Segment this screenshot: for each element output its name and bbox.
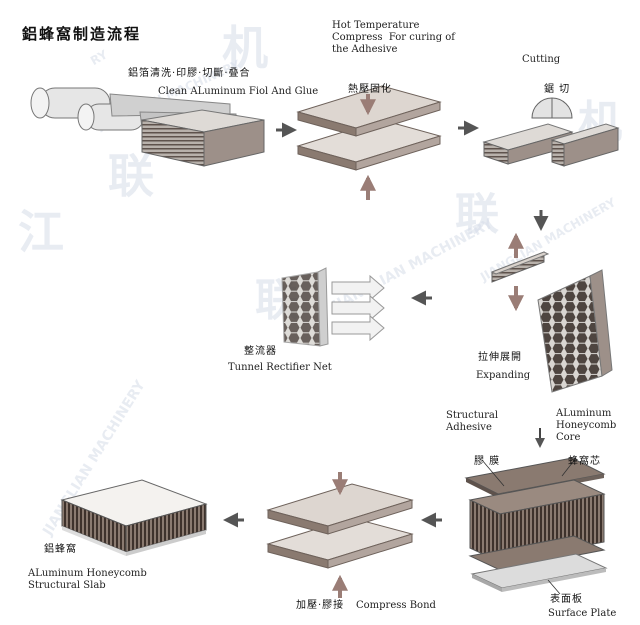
cutting-en-label: Cutting — [522, 54, 561, 65]
hot-press-icon — [296, 85, 442, 200]
expanding-cn-label: 拉伸展開 — [478, 352, 522, 363]
compress-bond-icon — [266, 472, 414, 598]
honeycomb-core-cn-label: 蜂窩芯 — [568, 456, 601, 467]
structural-adhesive-en-label: Structural Adhesive — [446, 410, 499, 433]
layer-stack-icon — [464, 428, 608, 595]
watermark-brand-cn-c: 机 — [222, 21, 268, 75]
honeycomb-core-en-label: ALuminum Honeycomb Core — [556, 408, 617, 443]
rectifier-en-label: Tunnel Rectifier Net — [228, 362, 332, 373]
watermark-brand-cn-a: 江 — [18, 205, 64, 259]
diagram-title: 鋁蜂窩制造流程 — [22, 25, 142, 43]
glued-foil-stack-icon — [141, 109, 265, 167]
slab-cn-label: 鋁蜂窩 — [44, 544, 77, 555]
surface-plate-cn-label: 表面板 — [550, 594, 583, 605]
rectifier-net-icon — [281, 267, 385, 347]
compress-bond-cn-label: 加壓·膠接 — [296, 600, 345, 611]
hot-press-cn-label: 熱壓固化 — [348, 84, 392, 95]
honeycomb-panel-icon — [537, 269, 613, 393]
hot-press-en-label: Hot Temperature Compress For curing of t… — [332, 20, 456, 55]
slab-en-label: ALuminum Honeycomb Structural Slab — [28, 568, 147, 591]
compress-bond-en-label: Compress Bond — [356, 600, 436, 611]
watermark-brand-cn-b-2: 联 — [455, 189, 499, 240]
clean-glue-en-label: Clean ALuminum Fiol And Glue — [158, 86, 319, 97]
expanding-block-icon — [490, 232, 550, 312]
expanding-en-label: Expanding — [476, 370, 531, 381]
rectifier-cn-label: 整流器 — [244, 346, 277, 357]
cutting-saw-icon — [482, 97, 620, 167]
surface-plate-en-label: Surface Plate — [548, 608, 617, 619]
honeycomb-slab-icon — [60, 479, 208, 556]
cutting-cn-label: 鋸 切 — [544, 84, 571, 95]
adhesive-film-cn-label: 膠 膜 — [474, 456, 501, 467]
watermark-brand-cn-b: 联 — [108, 149, 154, 203]
clean-glue-cn-label: 鋁箔清洗·印膠·切斷·叠合 — [128, 68, 251, 79]
